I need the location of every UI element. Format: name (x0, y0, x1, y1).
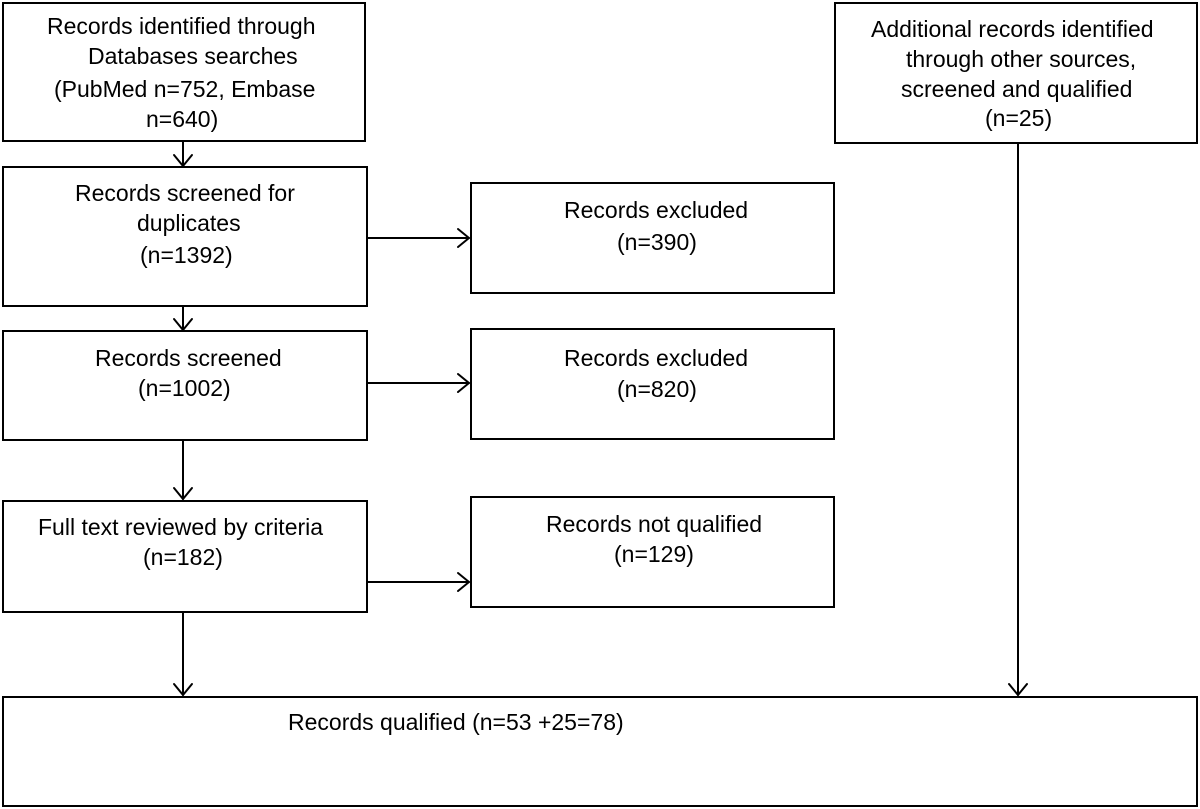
arrow-duplicates-to-excluded (367, 228, 470, 248)
full-text-line-2: (n=182) (143, 544, 223, 570)
arrow-duplicates-to-screened (173, 306, 193, 331)
identified-line-2: Databases searches (88, 43, 298, 69)
qualified-box: Records qualified (n=53 +25=78) (2, 696, 1198, 807)
screened-duplicates-box: Records screened for duplicates (n=1392) (2, 166, 368, 307)
additional-records-box: Additional records identified through ot… (834, 2, 1198, 144)
screened-line-2: (n=1002) (138, 375, 231, 401)
excluded-duplicates-line-1: Records excluded (564, 197, 749, 223)
identified-line-4: n=640) (146, 106, 219, 132)
screened-box: Records screened (n=1002) (2, 330, 368, 441)
additional-line-4: (n=25) (985, 105, 1053, 131)
arrow-screened-to-excluded (367, 373, 470, 393)
arrow-identified-to-duplicates (173, 141, 193, 167)
not-qualified-line-1: Records not qualified (546, 511, 763, 537)
additional-line-3: screened and qualified (901, 76, 1133, 102)
additional-line-1: Additional records identified (871, 16, 1154, 42)
identified-line-3: (PubMed n=752, Embase (54, 76, 316, 102)
screened-duplicates-line-3: (n=1392) (140, 242, 233, 268)
arrow-full-text-to-not-qualified (367, 572, 470, 592)
not-qualified-line-2: (n=129) (614, 541, 694, 567)
identified-line-1: Records identified through (47, 13, 316, 39)
excluded-screening-line-1: Records excluded (564, 345, 749, 371)
additional-line-2: through other sources, (906, 46, 1137, 72)
full-text-line-1: Full text reviewed by criteria (38, 514, 324, 540)
qualified-line-1: Records qualified (n=53 +25=78) (288, 709, 624, 735)
screened-duplicates-line-1: Records screened for (75, 180, 295, 206)
full-text-box: Full text reviewed by criteria (n=182) (2, 500, 368, 613)
excluded-duplicates-line-2: (n=390) (617, 229, 697, 255)
excluded-screening-box: Records excluded (n=820) (470, 328, 835, 440)
excluded-duplicates-box: Records excluded (n=390) (470, 182, 835, 294)
screened-line-1: Records screened (95, 345, 282, 371)
not-qualified-box: Records not qualified (n=129) (470, 496, 835, 608)
arrow-additional-to-qualified (1008, 143, 1028, 696)
screened-duplicates-line-2: duplicates (137, 210, 241, 236)
arrow-full-text-to-qualified (173, 612, 193, 696)
arrow-screened-to-full-text (173, 440, 193, 500)
identified-records-box: Records identified through Databases sea… (2, 2, 366, 142)
excluded-screening-line-2: (n=820) (617, 376, 697, 402)
